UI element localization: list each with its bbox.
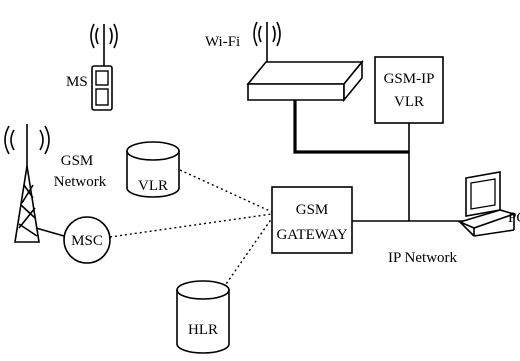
gsm-ip-vlr-label-line2: VLR [394,94,424,110]
gsm-network-label-line1: GSM [61,153,94,169]
vlr-label: VLR [138,178,168,194]
wifi-node: Wi-Fi [205,21,364,103]
gsm-gateway-box [271,186,353,254]
ip-links: IP Network [293,100,480,266]
ms-antenna-icon [90,23,118,66]
wifi-uplink-line [293,100,409,154]
pc-node: PC [457,171,520,237]
gsm-ip-vlr-node: GSM-IP VLR [374,56,444,124]
vlr-database-icon [126,141,180,198]
hlr-database-icon [176,280,230,354]
gsm-gateway-node: GSM GATEWAY [271,186,353,254]
gsm-gateway-label-line1: GSM [296,202,329,218]
gsm-network-label-line2: Network [54,174,107,190]
wifi-router-icon [246,59,364,103]
gsm-network-node: GSM Network MSC [4,124,111,264]
vlr-gateway-link [179,169,273,213]
ip-network-label: IP Network [388,250,458,266]
ms-node: MS [66,23,118,111]
gsm-gateway-label-line2: GATEWAY [276,227,347,243]
cell-tower-icon [4,124,50,243]
wifi-label: Wi-Fi [205,34,240,50]
msc-label: MSC [71,233,103,249]
ms-label: MS [66,74,88,90]
vlr-node: VLR [126,141,180,198]
tower-msc-link [35,227,65,237]
ms-phone-icon [91,65,113,111]
hlr-node: HLR [176,280,230,354]
gsm-ip-vlr-box [374,56,444,124]
pc-label: PC [508,210,520,226]
gsm-ip-vlr-label-line1: GSM-IP [384,71,435,87]
msc-gateway-link [109,213,273,238]
laptop-icon [457,171,517,237]
msc-switch: MSC [63,216,111,264]
hlr-label: HLR [188,322,218,338]
wifi-antenna-icon [253,21,281,64]
